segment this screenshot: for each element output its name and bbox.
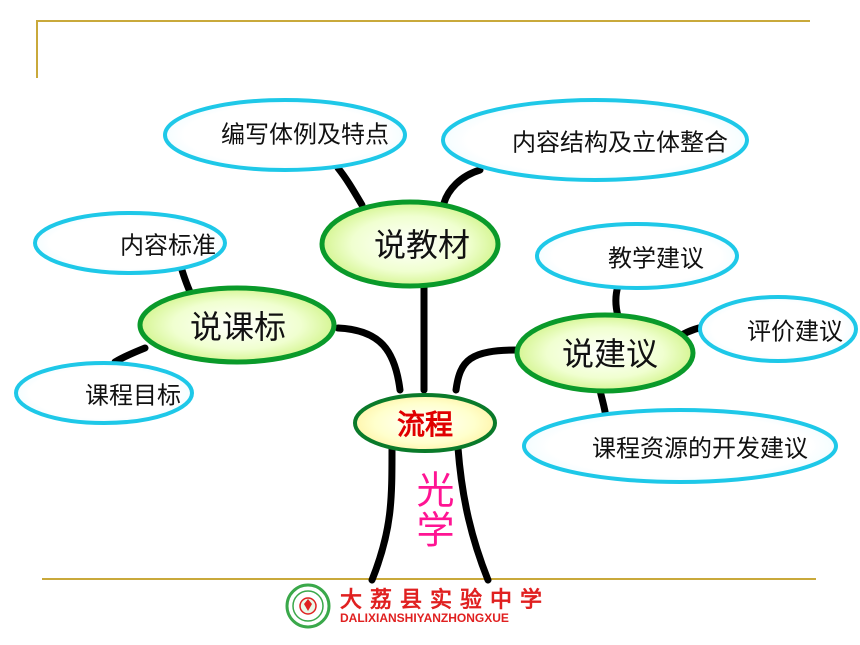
top-frame-line [38, 20, 810, 22]
leaf-label-textbook-2: 内容结构及立体整合 [512, 128, 728, 157]
twig-textbook-leaf2 [440, 166, 484, 207]
leaf-ellipse-standard-1 [33, 211, 227, 275]
trunk-left-root [368, 444, 396, 584]
center-label: 流程 [396, 408, 454, 441]
leaf-ellipse-advice-2 [698, 295, 858, 363]
leaf-label-advice-3: 课程资源的开发建议 [592, 434, 808, 463]
node-ellipse-center [353, 393, 497, 453]
twig-textbook-leaf1 [334, 164, 366, 209]
leaf-ellipse-standard-2 [14, 361, 194, 425]
school-pinyin: DALIXIANSHIYANZHONGXUE [340, 611, 509, 625]
school-emblem-icon [285, 583, 331, 629]
node-label-textbook: 说教材 [373, 226, 471, 264]
leaf-label-textbook-1: 编写体例及特点 [221, 120, 389, 149]
leaf-label-advice-2: 评价建议 [747, 317, 843, 346]
center-subtitle: 光学 [410, 470, 454, 550]
branch-to-advice [452, 346, 522, 394]
leaf-label-standard-2: 课程目标 [85, 381, 181, 410]
leaf-ellipse-advice-3 [522, 408, 838, 484]
school-name: 大荔县实验中学 [340, 587, 551, 613]
leaf-ellipse-textbook-1 [163, 98, 407, 172]
leaf-ellipse-textbook-2 [441, 98, 749, 182]
node-label-standard: 说课标 [189, 308, 287, 346]
node-label-advice: 说建议 [561, 335, 659, 373]
main-nodes [137, 199, 696, 453]
left-frame-line [36, 20, 38, 78]
bottom-frame-line [42, 578, 816, 580]
footer-logo: 大荔县实验中学 DALIXIANSHIYANZHONGXUE [286, 582, 556, 630]
branch-to-standard [334, 324, 404, 394]
node-ellipse-advice [514, 312, 696, 394]
node-ellipse-standard [137, 285, 337, 365]
leaf-label-standard-1: 内容标准 [120, 231, 216, 260]
twig-advice-leaf1 [612, 282, 622, 320]
twig-standard-leaf2 [111, 344, 149, 366]
trunk-right-root [454, 444, 492, 584]
leaf-nodes [14, 98, 858, 484]
node-ellipse-textbook [319, 199, 501, 289]
leaf-label-advice-1: 教学建议 [608, 244, 704, 273]
leaf-ellipse-advice-1 [535, 222, 739, 290]
